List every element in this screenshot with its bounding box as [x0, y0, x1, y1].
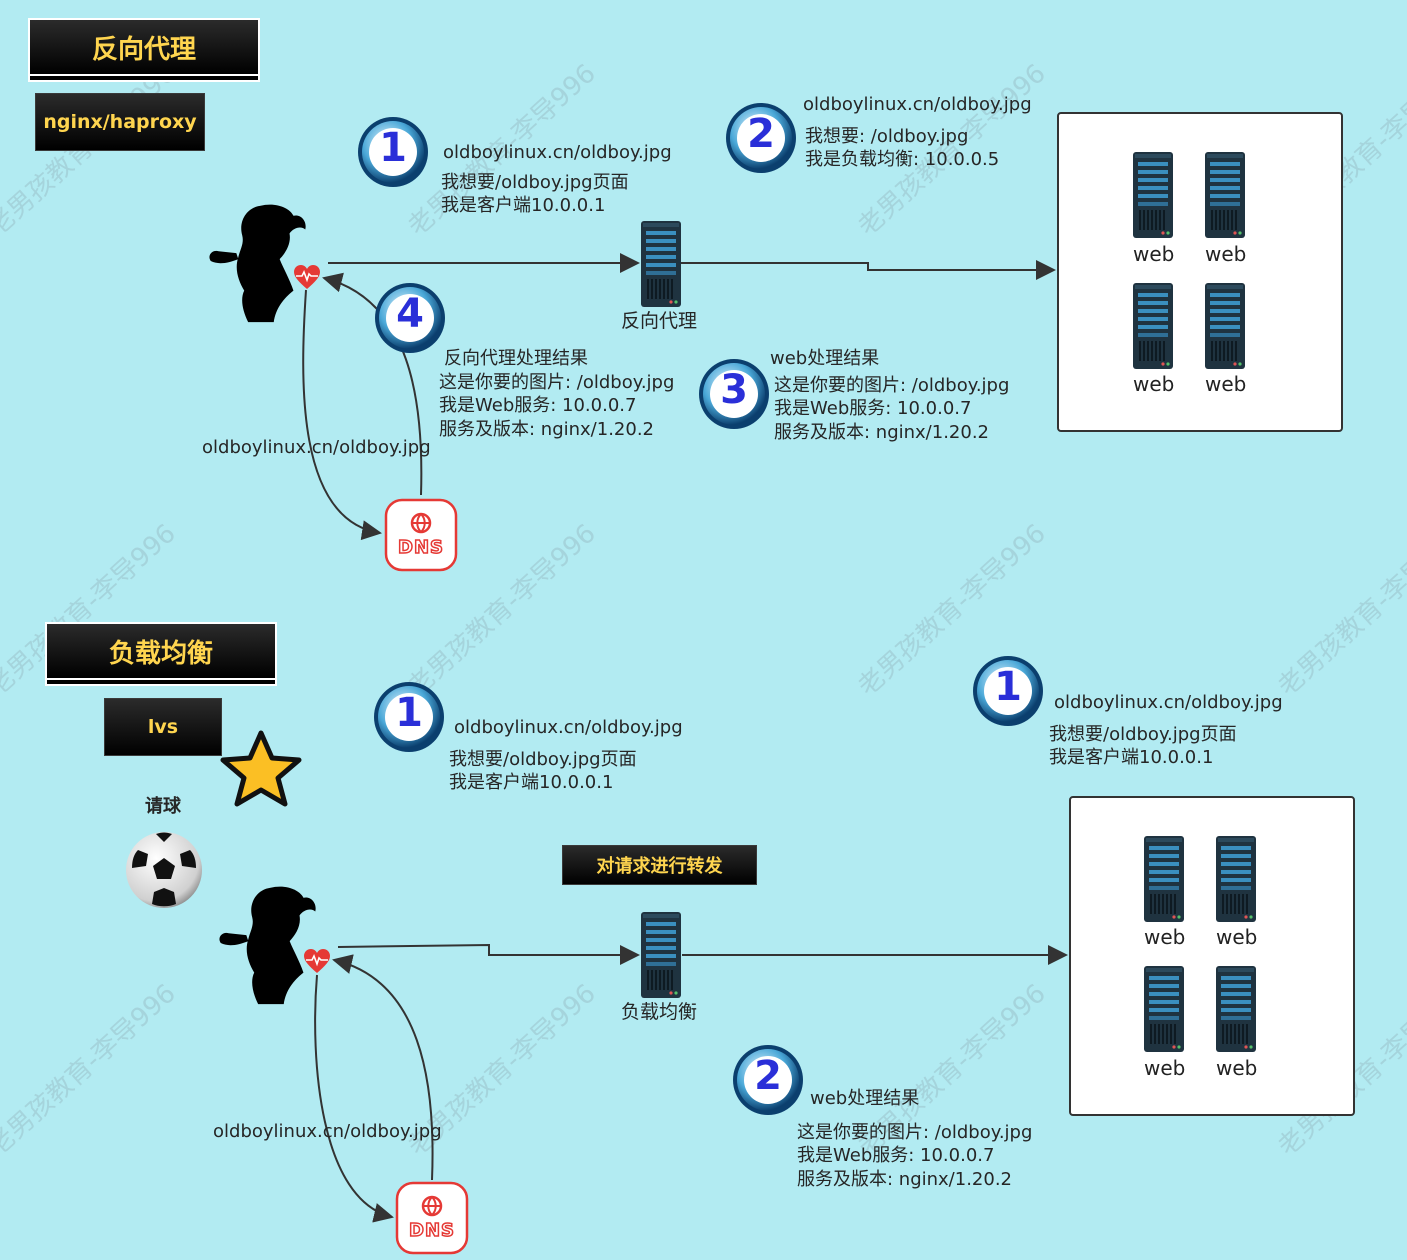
- web-server-icon: [1216, 966, 1256, 1052]
- web-server-icon: [1133, 283, 1173, 369]
- web-label: web: [1144, 925, 1186, 949]
- lb-server-icon: [641, 912, 681, 998]
- step1-line2: 我是客户端10.0.0.1: [441, 195, 606, 216]
- step1-url: oldboylinux.cn/oldboy.jpg: [443, 142, 672, 163]
- web-label: web: [1216, 1056, 1258, 1080]
- dns-to-client-arrow-2: [332, 954, 434, 1181]
- heart-icon: [303, 948, 331, 974]
- step3-line1: 这是你要的图片: /oldboy.jpg: [774, 375, 1010, 396]
- heart-icon: [293, 264, 321, 290]
- step-badge-1: 1: [971, 654, 1045, 728]
- step-number: 3: [720, 367, 748, 413]
- step3-line3: 服务及版本: nginx/1.20.2: [774, 422, 989, 443]
- step1a-line2: 我是客户端10.0.0.1: [449, 772, 614, 793]
- web-server-icon: [1205, 283, 1245, 369]
- step-number: 1: [994, 664, 1022, 710]
- client-to-dns-arrow-2: [314, 974, 394, 1223]
- soccer-ball-icon: [126, 832, 202, 908]
- lb-label: 负载均衡: [621, 1001, 698, 1023]
- step1b-url: oldboylinux.cn/oldboy.jpg: [1054, 692, 1283, 713]
- proxy-label: 反向代理: [621, 310, 698, 332]
- step-badge-1: 1: [372, 680, 446, 754]
- step1a-url: oldboylinux.cn/oldboy.jpg: [454, 717, 683, 738]
- client-to-lb-arrow: [337, 943, 640, 965]
- dns-icon: [394, 1180, 470, 1256]
- step2-line2: 我是负载均衡: 10.0.0.5: [805, 149, 1000, 170]
- step-badge-1: 1: [356, 115, 430, 189]
- step4-line3: 服务及版本: nginx/1.20.2: [439, 419, 654, 440]
- step-badge-2: 2: [724, 101, 798, 175]
- step-number: 2: [754, 1053, 782, 1099]
- forward-request-label: 对请求进行转发: [562, 845, 757, 885]
- section-subtitle-lvs: lvs: [104, 698, 222, 756]
- web-label: web: [1144, 1056, 1186, 1080]
- web-label: web: [1133, 242, 1175, 266]
- step1a-line1: 我想要/oldboy.jpg页面: [449, 749, 637, 770]
- proxy-server-icon: [641, 221, 681, 307]
- web-cluster: [1057, 112, 1343, 432]
- web-label: web: [1205, 242, 1247, 266]
- step4-title: 反向代理处理结果: [444, 348, 588, 369]
- step1-line1: 我想要/oldboy.jpg页面: [441, 172, 629, 193]
- web-label: web: [1133, 372, 1175, 396]
- web-label: web: [1205, 372, 1247, 396]
- section-title-reverse-proxy: 反向代理: [28, 18, 260, 76]
- web-cluster: [1069, 796, 1355, 1116]
- section-subtitle-nginx: nginx/haproxy: [35, 93, 205, 151]
- step4-line1: 这是你要的图片: /oldboy.jpg: [439, 372, 675, 393]
- ball-label: 请球: [145, 796, 181, 817]
- web-label: web: [1216, 925, 1258, 949]
- step-badge-3: 3: [697, 357, 771, 431]
- lb-step2-title: web处理结果: [810, 1088, 920, 1109]
- lb-step2-line2: 我是Web服务: 10.0.0.7: [797, 1145, 995, 1166]
- section-title-load-balance: 负载均衡: [45, 622, 277, 680]
- step2-line1: 我想要: /oldboy.jpg: [805, 126, 969, 147]
- step-number: 2: [747, 111, 775, 157]
- web-server-icon: [1144, 836, 1184, 922]
- dns-to-client-arrow: [322, 272, 423, 496]
- proxy-to-cluster-arrow: [680, 260, 1056, 280]
- web-server-icon: [1216, 836, 1256, 922]
- step1b-line1: 我想要/oldboy.jpg页面: [1049, 724, 1237, 745]
- step1b-line2: 我是客户端10.0.0.1: [1049, 747, 1214, 768]
- step-number: 1: [379, 125, 407, 171]
- step3-line2: 我是Web服务: 10.0.0.7: [774, 398, 972, 419]
- step3-title: web处理结果: [770, 348, 880, 369]
- step-badge-4: 4: [373, 281, 447, 355]
- lb-step2-line1: 这是你要的图片: /oldboy.jpg: [797, 1122, 1033, 1143]
- lb-step2-line3: 服务及版本: nginx/1.20.2: [797, 1169, 1012, 1190]
- step-badge-2: 2: [731, 1043, 805, 1117]
- step4-line2: 我是Web服务: 10.0.0.7: [439, 395, 637, 416]
- web-server-icon: [1205, 152, 1245, 238]
- dns-url: oldboylinux.cn/oldboy.jpg: [213, 1121, 442, 1142]
- client-silhouette: [206, 882, 330, 1010]
- step-number: 1: [395, 690, 423, 736]
- star-icon: [220, 730, 302, 807]
- dns-url: oldboylinux.cn/oldboy.jpg: [202, 437, 431, 458]
- step2-url: oldboylinux.cn/oldboy.jpg: [803, 94, 1032, 115]
- web-server-icon: [1133, 152, 1173, 238]
- client-to-dns-arrow: [302, 289, 382, 541]
- step-number: 4: [396, 291, 424, 337]
- dns-icon: [383, 497, 459, 573]
- web-server-icon: [1144, 966, 1184, 1052]
